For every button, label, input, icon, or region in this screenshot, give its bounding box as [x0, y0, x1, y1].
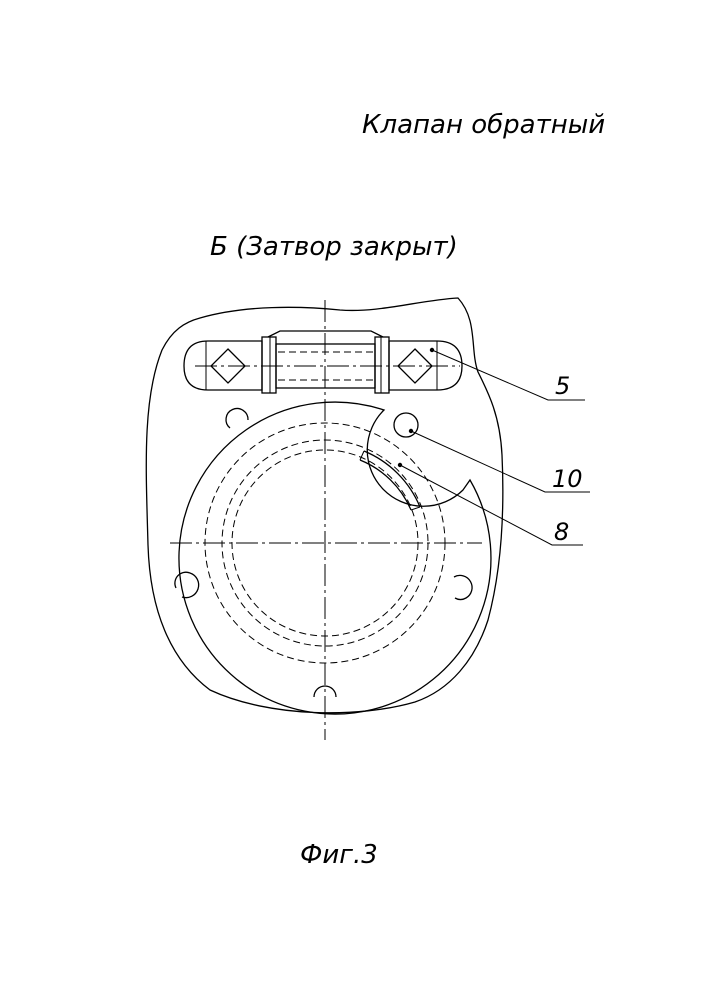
callout-5: 5 — [555, 372, 570, 400]
hinge-assembly — [184, 331, 462, 393]
bolt-hole-left — [175, 572, 199, 597]
right-hinge-collar — [375, 337, 389, 393]
stop-pin — [394, 413, 418, 437]
drawing-title: Клапан обратный — [362, 110, 605, 140]
bolt-hole-right — [454, 575, 472, 599]
left-hinge-collar — [262, 337, 276, 393]
view-label: Б (Затвор закрыт) — [210, 232, 458, 262]
callout-10: 10 — [552, 465, 583, 493]
callout-8: 8 — [554, 518, 569, 546]
bolt-hole-top-left — [226, 409, 248, 428]
figure-caption: Фиг.3 — [300, 840, 378, 870]
